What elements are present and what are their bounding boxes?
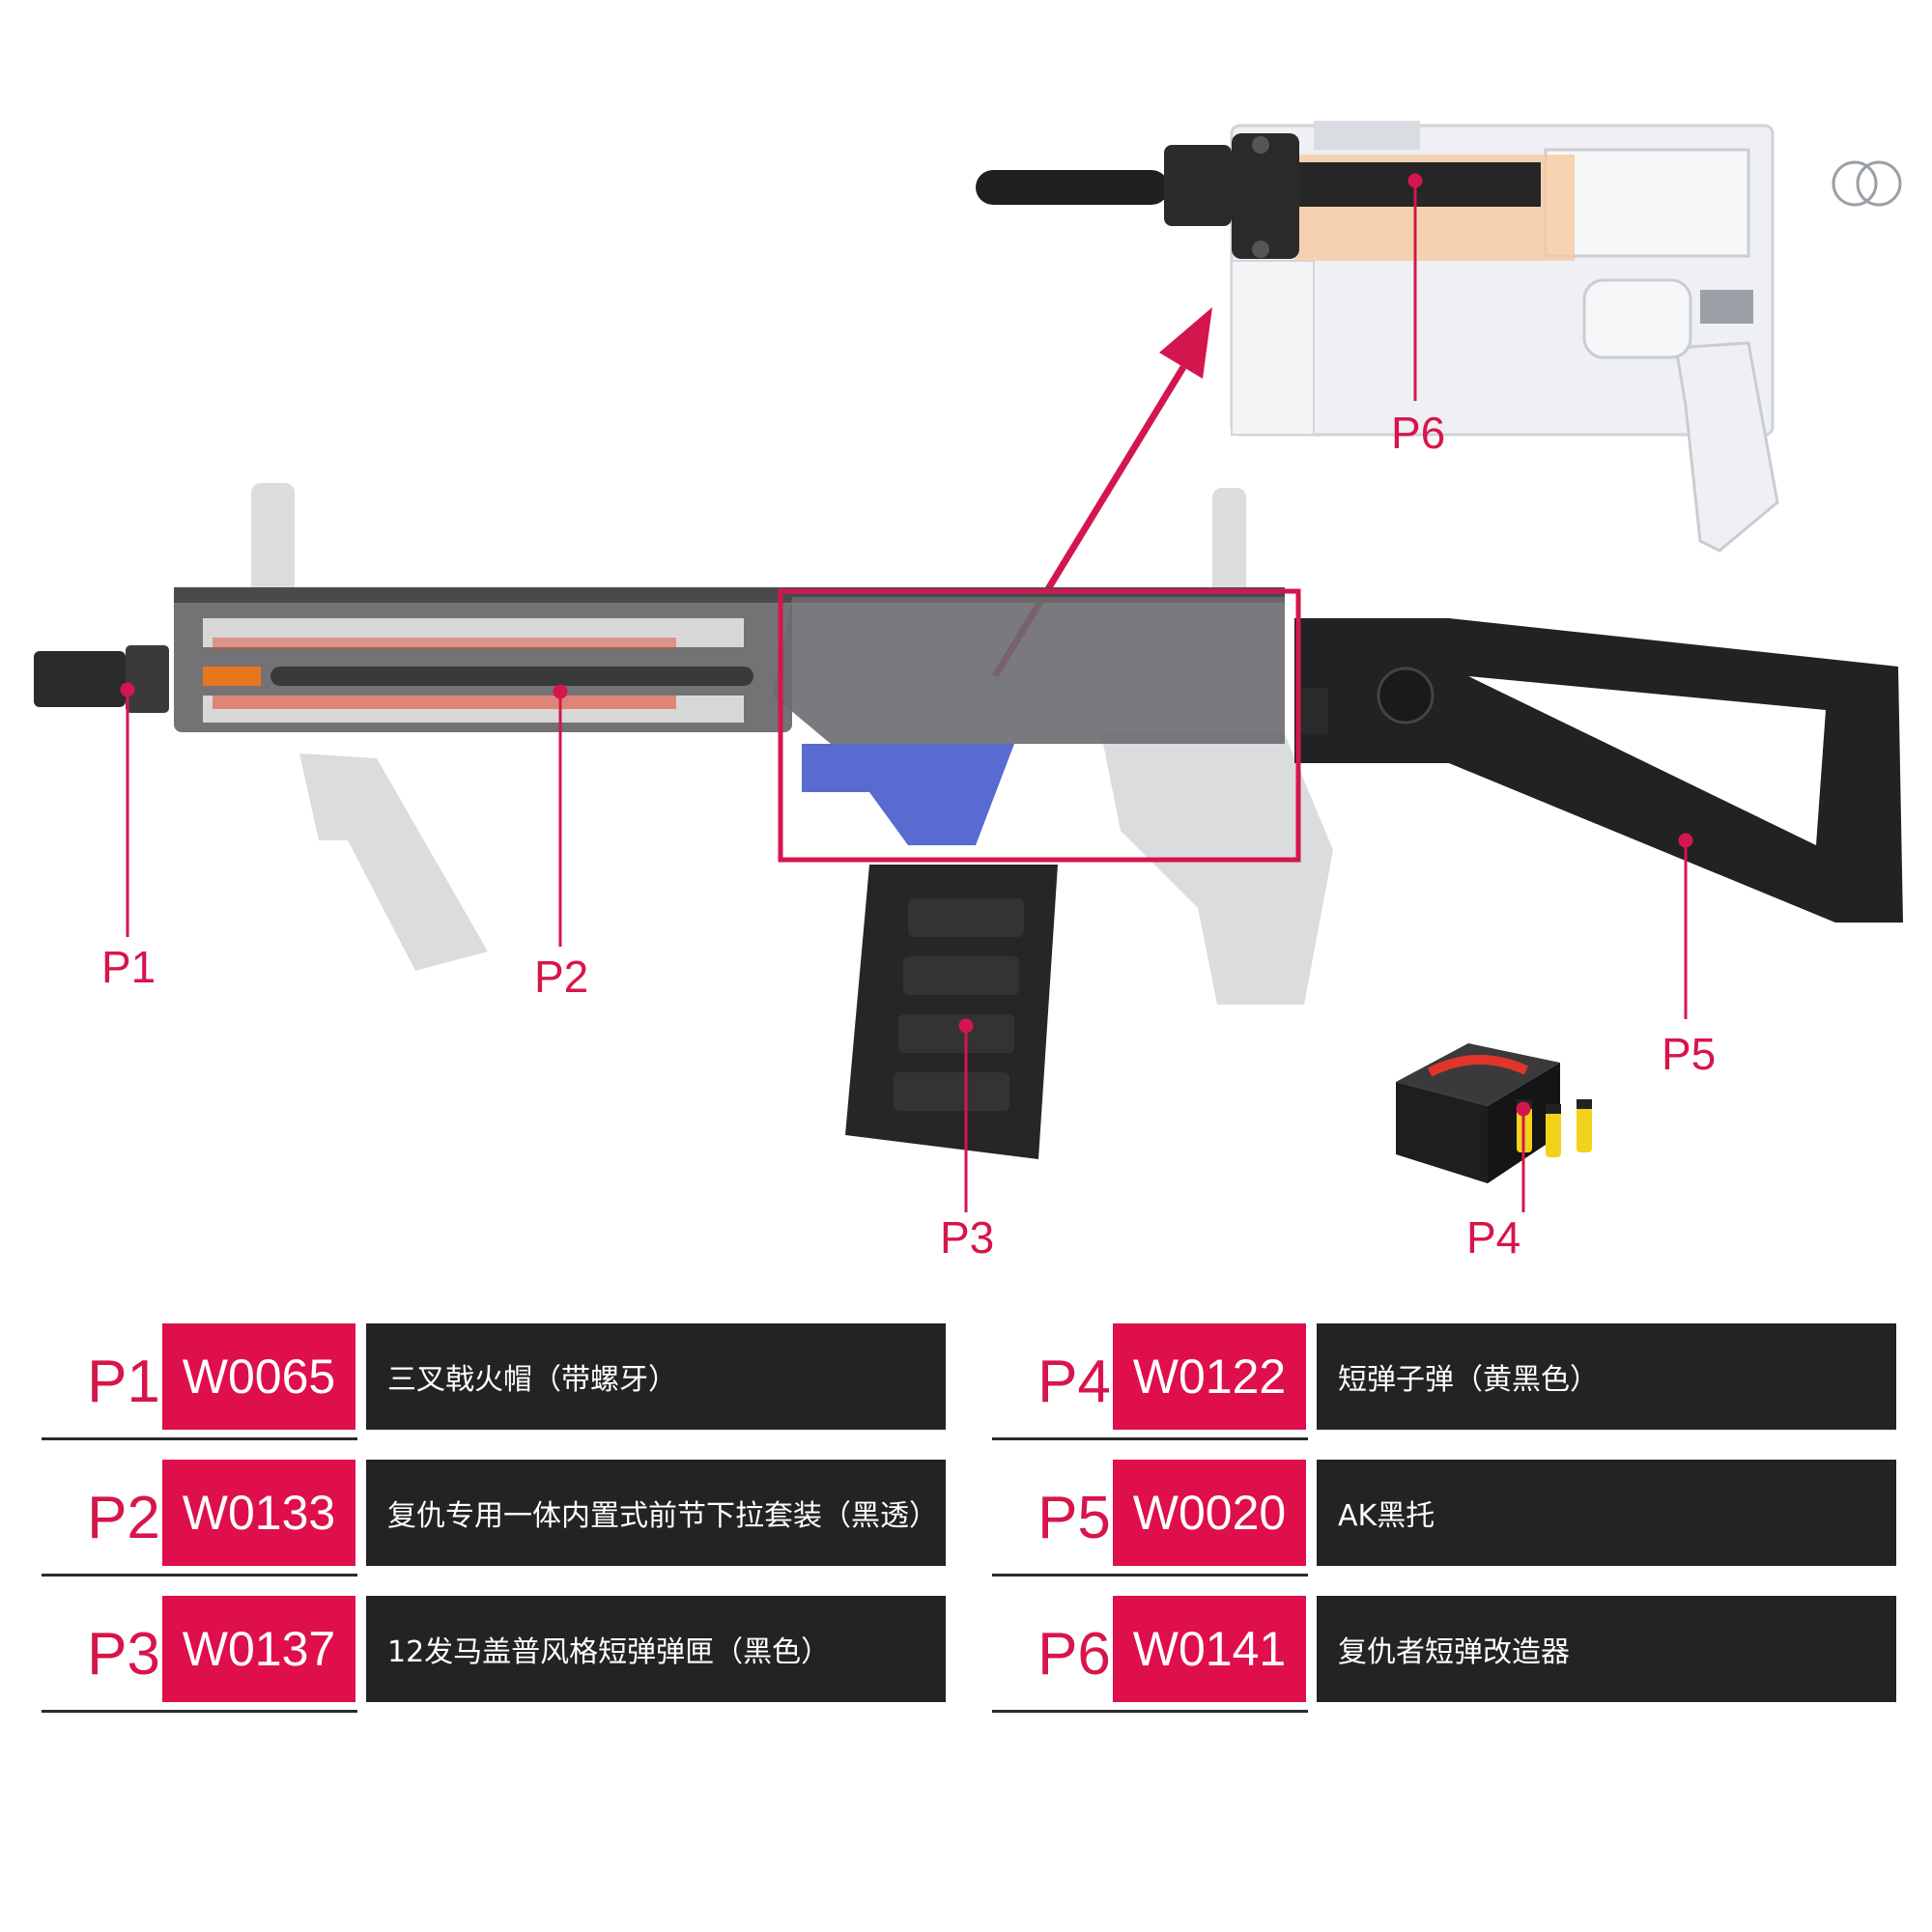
row-underline	[42, 1574, 357, 1577]
part-code: W0065	[162, 1323, 355, 1430]
part-code: W0020	[1113, 1460, 1306, 1566]
part-description: 三叉戟火帽（带螺牙）	[366, 1323, 946, 1430]
p4-dart-box	[1396, 1043, 1560, 1183]
row-underline	[42, 1710, 357, 1713]
row-underline	[992, 1710, 1308, 1713]
row-underline	[992, 1437, 1308, 1440]
part-label: P1	[87, 1349, 160, 1415]
part-description: 复仇专用一体内置式前节下拉套装（黑透）	[366, 1460, 946, 1566]
p3-magazine	[845, 865, 1058, 1159]
part-code: W0141	[1113, 1596, 1306, 1702]
part-code: W0137	[162, 1596, 355, 1702]
part-description: 短弹子弹（黄黑色）	[1317, 1323, 1896, 1430]
part-label: P6	[1037, 1621, 1111, 1688]
callout-p5: P5	[1662, 1029, 1717, 1079]
blue-internal	[802, 744, 1014, 845]
callout-p2: P2	[534, 952, 589, 1002]
part-description: 复仇者短弹改造器	[1317, 1596, 1896, 1702]
callout-p6: P6	[1391, 408, 1446, 458]
part-description: 12发马盖普风格短弹弹匣（黑色）	[366, 1596, 946, 1702]
callout-p1: P1	[101, 942, 156, 992]
highlight-frame	[778, 588, 1301, 863]
leader-lines	[120, 173, 1693, 1212]
p6-short-dart-adapter	[976, 133, 1541, 259]
part-code: W0133	[162, 1460, 355, 1566]
part-label: P3	[87, 1621, 160, 1688]
part-label: P4	[1037, 1349, 1111, 1415]
p2-handguard	[174, 587, 1285, 744]
part-description: AK黑托	[1317, 1460, 1896, 1566]
blaster-diagram	[34, 121, 1903, 1212]
p5-ak-stock	[1294, 618, 1903, 923]
p1-flash-hider	[34, 645, 169, 713]
part-label: P5	[1037, 1485, 1111, 1551]
callout-p3: P3	[940, 1212, 995, 1263]
part-code: W0122	[1113, 1323, 1306, 1430]
row-underline	[992, 1574, 1308, 1577]
p4-darts	[1517, 1099, 1592, 1157]
callout-p4: P4	[1466, 1212, 1521, 1263]
row-underline	[42, 1437, 357, 1440]
part-label: P2	[87, 1485, 160, 1551]
ghost-parts	[251, 483, 1333, 1005]
